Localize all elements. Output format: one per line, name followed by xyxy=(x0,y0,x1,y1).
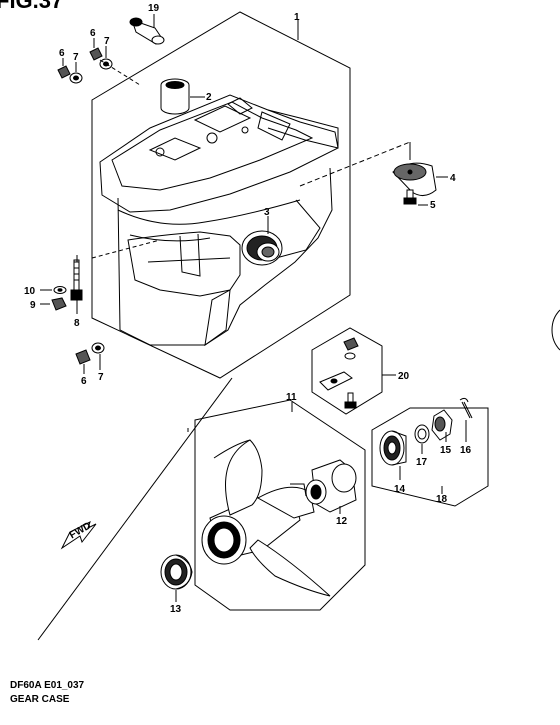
diagram-code: DF60A E01_037 xyxy=(10,680,85,691)
thrust-washer-part-13 xyxy=(160,554,193,590)
spacer-part-12 xyxy=(305,459,357,513)
bolt-part-20 xyxy=(344,392,357,409)
gear-case-group-box xyxy=(91,11,351,379)
bearing-part-3 xyxy=(241,230,283,266)
callout-1: 1 xyxy=(294,12,300,23)
washer-part-10 xyxy=(53,286,67,294)
callout-9: 9 xyxy=(30,300,36,311)
nut-part-15 xyxy=(431,409,453,441)
callout-7-bottom: 7 xyxy=(98,372,104,383)
callout-4: 4 xyxy=(450,173,456,184)
callout-15: 15 xyxy=(440,445,452,456)
collar-part-2 xyxy=(160,78,190,115)
callout-19: 19 xyxy=(148,3,160,14)
callout-6-bottom: 6 xyxy=(81,376,87,387)
figure-heading: FIG.37 xyxy=(0,0,64,13)
callout-18: 18 xyxy=(436,494,448,505)
callout-7-top-right: 7 xyxy=(104,36,110,47)
diagram-title: GEAR CASE xyxy=(10,694,70,705)
callout-14: 14 xyxy=(394,484,406,495)
callout-11: 11 xyxy=(286,392,297,403)
callout-12: 12 xyxy=(336,516,348,527)
callout-5: 5 xyxy=(430,200,436,211)
callout-16: 16 xyxy=(460,445,472,456)
bolt-part-8 xyxy=(70,259,83,301)
callout-17: 17 xyxy=(416,457,428,468)
plug-part-19 xyxy=(129,17,165,45)
callout-2: 2 xyxy=(206,92,212,103)
washer-part-7-top-left xyxy=(69,72,83,84)
washer-part-14 xyxy=(379,430,407,466)
bolt-part-6-top-right xyxy=(89,47,103,61)
bolt-part-6-top-left xyxy=(57,65,71,79)
callout-13: 13 xyxy=(170,604,182,615)
propeller-group-box xyxy=(194,399,366,611)
bolt-part-9 xyxy=(51,297,67,311)
cotter-pin-part-16 xyxy=(459,397,473,419)
callout-6-top-right: 6 xyxy=(90,28,96,39)
nut-part-20 xyxy=(343,337,359,360)
washer-part-7-bottom xyxy=(91,342,105,354)
nut-set-group-box-18 xyxy=(371,407,489,507)
anode-part-4 xyxy=(392,162,437,196)
spacer-part-20 xyxy=(319,371,353,391)
callout-7-top-left: 7 xyxy=(73,52,79,63)
bolt-part-6-bottom xyxy=(75,349,91,365)
bolt-part-5 xyxy=(403,189,417,205)
callout-8: 8 xyxy=(74,318,80,329)
callout-10: 10 xyxy=(24,286,36,297)
hardware-group-box-20 xyxy=(311,327,383,415)
callout-labels: 1 2 3 4 5 6 7 6 7 6 7 8 9 10 11 12 13 14… xyxy=(24,3,472,615)
callout-3: 3 xyxy=(264,207,270,218)
washer-part-17 xyxy=(414,424,430,444)
callout-20: 20 xyxy=(398,371,410,382)
callout-6-top-left: 6 xyxy=(59,48,65,59)
propeller-part-11 xyxy=(201,439,331,597)
gear-case-housing xyxy=(99,94,339,347)
fwd-direction-arrow xyxy=(60,521,97,550)
